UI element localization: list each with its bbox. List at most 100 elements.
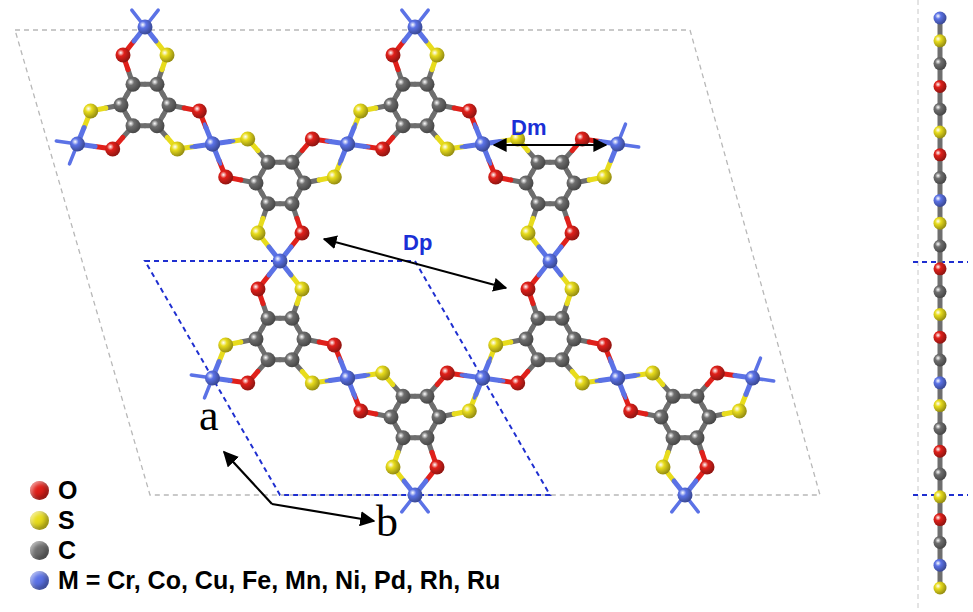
atom	[170, 142, 185, 157]
atom	[623, 404, 638, 419]
side-cell-edge	[918, 0, 919, 612]
distance-label: Dp	[403, 232, 432, 254]
atom	[375, 365, 390, 380]
atom	[543, 254, 558, 269]
unit-cell-outline	[145, 261, 550, 495]
atom	[575, 376, 590, 391]
atom	[430, 48, 445, 63]
atom	[475, 137, 490, 152]
atom	[665, 389, 680, 404]
atom	[521, 226, 536, 241]
atom	[251, 226, 266, 241]
atom	[327, 170, 342, 185]
atom	[305, 131, 320, 146]
side-view-atom	[934, 490, 947, 503]
atom	[340, 137, 355, 152]
atom	[353, 404, 368, 419]
side-view-atom	[934, 331, 947, 344]
atom	[700, 460, 715, 475]
side-view-atom	[934, 285, 947, 298]
atom	[656, 460, 671, 475]
atom	[305, 376, 320, 391]
atom	[285, 196, 300, 211]
atom	[408, 488, 423, 503]
atom	[261, 311, 276, 326]
side-view-atom	[934, 103, 947, 116]
atom	[205, 137, 220, 152]
atom	[83, 103, 98, 118]
atom	[420, 77, 435, 92]
atom	[475, 371, 490, 386]
side-view-atom	[934, 34, 947, 47]
atom	[440, 142, 455, 157]
atom	[260, 155, 275, 170]
side-view-atom	[934, 240, 947, 253]
atom	[745, 371, 760, 386]
atom	[375, 142, 390, 157]
atom	[205, 137, 220, 152]
atom	[510, 376, 525, 391]
atom	[285, 311, 300, 326]
atom	[126, 77, 141, 92]
side-view-atom	[934, 217, 947, 230]
atom	[138, 20, 153, 35]
atom	[555, 311, 570, 326]
atom	[420, 389, 435, 404]
atom	[273, 254, 288, 269]
atom	[327, 337, 342, 352]
atom	[395, 118, 410, 133]
side-view-atom	[934, 468, 947, 481]
atom	[260, 352, 275, 367]
atom	[567, 332, 582, 347]
atom	[732, 404, 747, 419]
atom	[408, 20, 423, 35]
atom	[518, 175, 533, 190]
atom	[297, 332, 312, 347]
atom	[531, 196, 546, 211]
atom	[295, 282, 310, 297]
atom	[285, 352, 300, 367]
legend-row: M = Cr, Co, Cu, Fe, Mn, Ni, Pd, Rh, Ru	[30, 568, 500, 593]
atom	[420, 118, 435, 133]
atom	[125, 118, 140, 133]
atom	[432, 98, 447, 113]
side-view-atom	[934, 80, 947, 93]
atom	[113, 98, 128, 113]
atom	[690, 389, 705, 404]
atom	[353, 103, 368, 118]
atom	[555, 196, 570, 211]
atom	[530, 352, 545, 367]
atom	[340, 371, 355, 386]
axis-label: a	[199, 394, 219, 438]
atom	[70, 137, 85, 152]
atom	[610, 371, 625, 386]
legend-row: C	[30, 538, 76, 563]
side-view-atom	[934, 262, 947, 275]
legend-swatch	[30, 541, 49, 560]
atom	[488, 337, 503, 352]
atom	[702, 409, 717, 424]
atom	[105, 142, 120, 157]
side-view-atom	[934, 399, 947, 412]
atom	[521, 282, 536, 297]
side-view-atom	[934, 354, 947, 367]
atom	[678, 488, 693, 503]
side-view-atom	[934, 422, 947, 435]
atom	[565, 226, 580, 241]
atom	[645, 365, 660, 380]
side-view-atom	[934, 513, 947, 526]
distance-label: Dm	[511, 117, 546, 139]
atom	[531, 311, 546, 326]
atom	[653, 409, 668, 424]
legend-text: M = Cr, Co, Cu, Fe, Mn, Ni, Pd, Rh, Ru	[58, 568, 500, 593]
atom	[518, 332, 533, 347]
atom	[218, 337, 233, 352]
atom	[710, 365, 725, 380]
atom	[240, 131, 255, 146]
atom	[597, 337, 612, 352]
legend-text: C	[58, 538, 76, 563]
atom	[150, 77, 165, 92]
atom	[396, 430, 411, 445]
atom	[432, 409, 447, 424]
